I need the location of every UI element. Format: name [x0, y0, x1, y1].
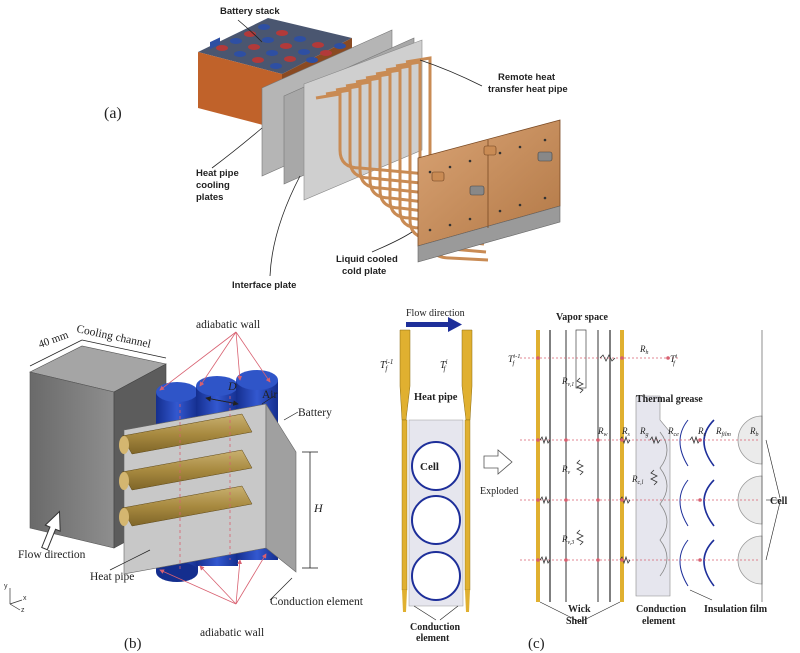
- heat-pipes-b: [119, 413, 253, 527]
- label-conduction-element-c2-1: Conduction: [636, 604, 686, 615]
- axis-x: x: [23, 595, 27, 602]
- label-vapor-space: Vapor space: [556, 312, 609, 323]
- label-conduction-element-c-1: Conduction: [410, 622, 460, 633]
- label-flow-direction-b: Flow direction: [18, 549, 86, 561]
- interface-plate: [303, 39, 423, 201]
- panel-c-label: (c): [528, 636, 545, 652]
- label-hp-cooling-3: plates: [196, 192, 223, 203]
- dim-40mm: [29, 339, 167, 367]
- panel-b: 40 mm Cooling channel: [4, 319, 364, 652]
- panel-b-label: (b): [124, 636, 142, 652]
- label-heat-pipe-b: Heat pipe: [90, 571, 134, 583]
- label-remote-heat-pipe-1: Remote heat: [498, 72, 556, 83]
- label-r-v3: Rv,3: [561, 534, 574, 546]
- label-shell: Shell: [566, 616, 587, 627]
- flow-direction-arrow-b: [41, 510, 61, 551]
- label-r-cl: Rc,l: [631, 474, 644, 486]
- label-r-h: Rh: [639, 344, 649, 356]
- label-r-ce: Rce: [667, 426, 679, 438]
- label-adiabatic-wall-bottom: adiabatic wall: [200, 627, 264, 639]
- label-hp-cooling-2: cooling: [196, 180, 230, 191]
- label-r-b: Rb: [749, 426, 759, 438]
- label-remote-heat-pipe-2: transfer heat pipe: [488, 84, 568, 95]
- label-r-v2: Rv: [561, 464, 571, 476]
- label-interface-plate: Interface plate: [232, 280, 296, 291]
- axis-y: y: [4, 583, 8, 590]
- label-H: H: [313, 501, 324, 515]
- axis-z: z: [21, 607, 25, 614]
- battery-stack-top: [198, 18, 352, 74]
- exploded-arrow: [483, 449, 513, 475]
- label-flow-direction-c: Flow direction: [406, 308, 465, 319]
- label-cell-c-right: Cell: [770, 496, 787, 507]
- cold-plate-fittings: [431, 145, 553, 196]
- battery-terminals: [216, 24, 346, 69]
- label-hp-cooling-1: Heat pipe: [196, 168, 239, 179]
- label-battery-stack: Battery stack: [220, 6, 280, 17]
- label-conduction-element-c2-2: element: [642, 616, 676, 627]
- flow-direction-arrow-c: [406, 317, 462, 332]
- label-wick: Wick: [568, 604, 591, 615]
- label-r-c: Rc: [697, 426, 707, 438]
- axis-triad: [9, 588, 23, 611]
- battery-cells: [210, 37, 220, 50]
- label-insulation-film: Insulation film: [704, 604, 768, 615]
- label-40mm: 40 mm: [37, 329, 71, 351]
- label-r-g: Rg: [639, 426, 649, 438]
- panel-a-label: (a): [104, 105, 122, 122]
- label-r-s: Rs: [621, 426, 631, 438]
- label-heat-pipe-c: Heat pipe: [414, 392, 458, 403]
- label-exploded: Exploded: [480, 486, 518, 497]
- battery-stack-front: [198, 52, 282, 130]
- label-conduction-element-b: Conduction element: [270, 596, 364, 608]
- adiabatic-wall-lines: [159, 331, 271, 605]
- heat-pipe-right-c: [461, 329, 473, 612]
- label-cell-c-left: Cell: [420, 461, 439, 473]
- dim-D: [205, 396, 239, 406]
- label-r-w: Rw: [597, 426, 608, 438]
- panel-a: Battery stack Remote heat transfer heat …: [104, 6, 568, 291]
- dim-H: [302, 451, 318, 569]
- label-air: Air: [262, 389, 278, 401]
- label-adiabatic-wall-top: adiabatic wall: [196, 319, 260, 331]
- label-D: D: [227, 379, 237, 393]
- label-liquid-cooled-1: Liquid cooled: [336, 254, 398, 265]
- label-r-film: Rfilm: [715, 426, 732, 438]
- resistance-network: [520, 329, 781, 623]
- panel-a-leaders: [211, 19, 483, 277]
- cells-c: [411, 441, 461, 601]
- panel-c: Flow direction Cell Hea: [380, 308, 787, 652]
- label-conduction-element-c-2: element: [416, 633, 450, 644]
- liquid-cooled-cold-plate: [417, 119, 561, 263]
- panel-b-leaders: [109, 395, 299, 601]
- label-battery: Battery: [298, 407, 332, 419]
- label-liquid-cooled-2: cold plate: [342, 266, 386, 277]
- label-r-v1: Rv,1: [561, 376, 574, 388]
- label-thermal-grease: Thermal grease: [636, 394, 703, 405]
- heat-pipe-left-c: [399, 329, 411, 612]
